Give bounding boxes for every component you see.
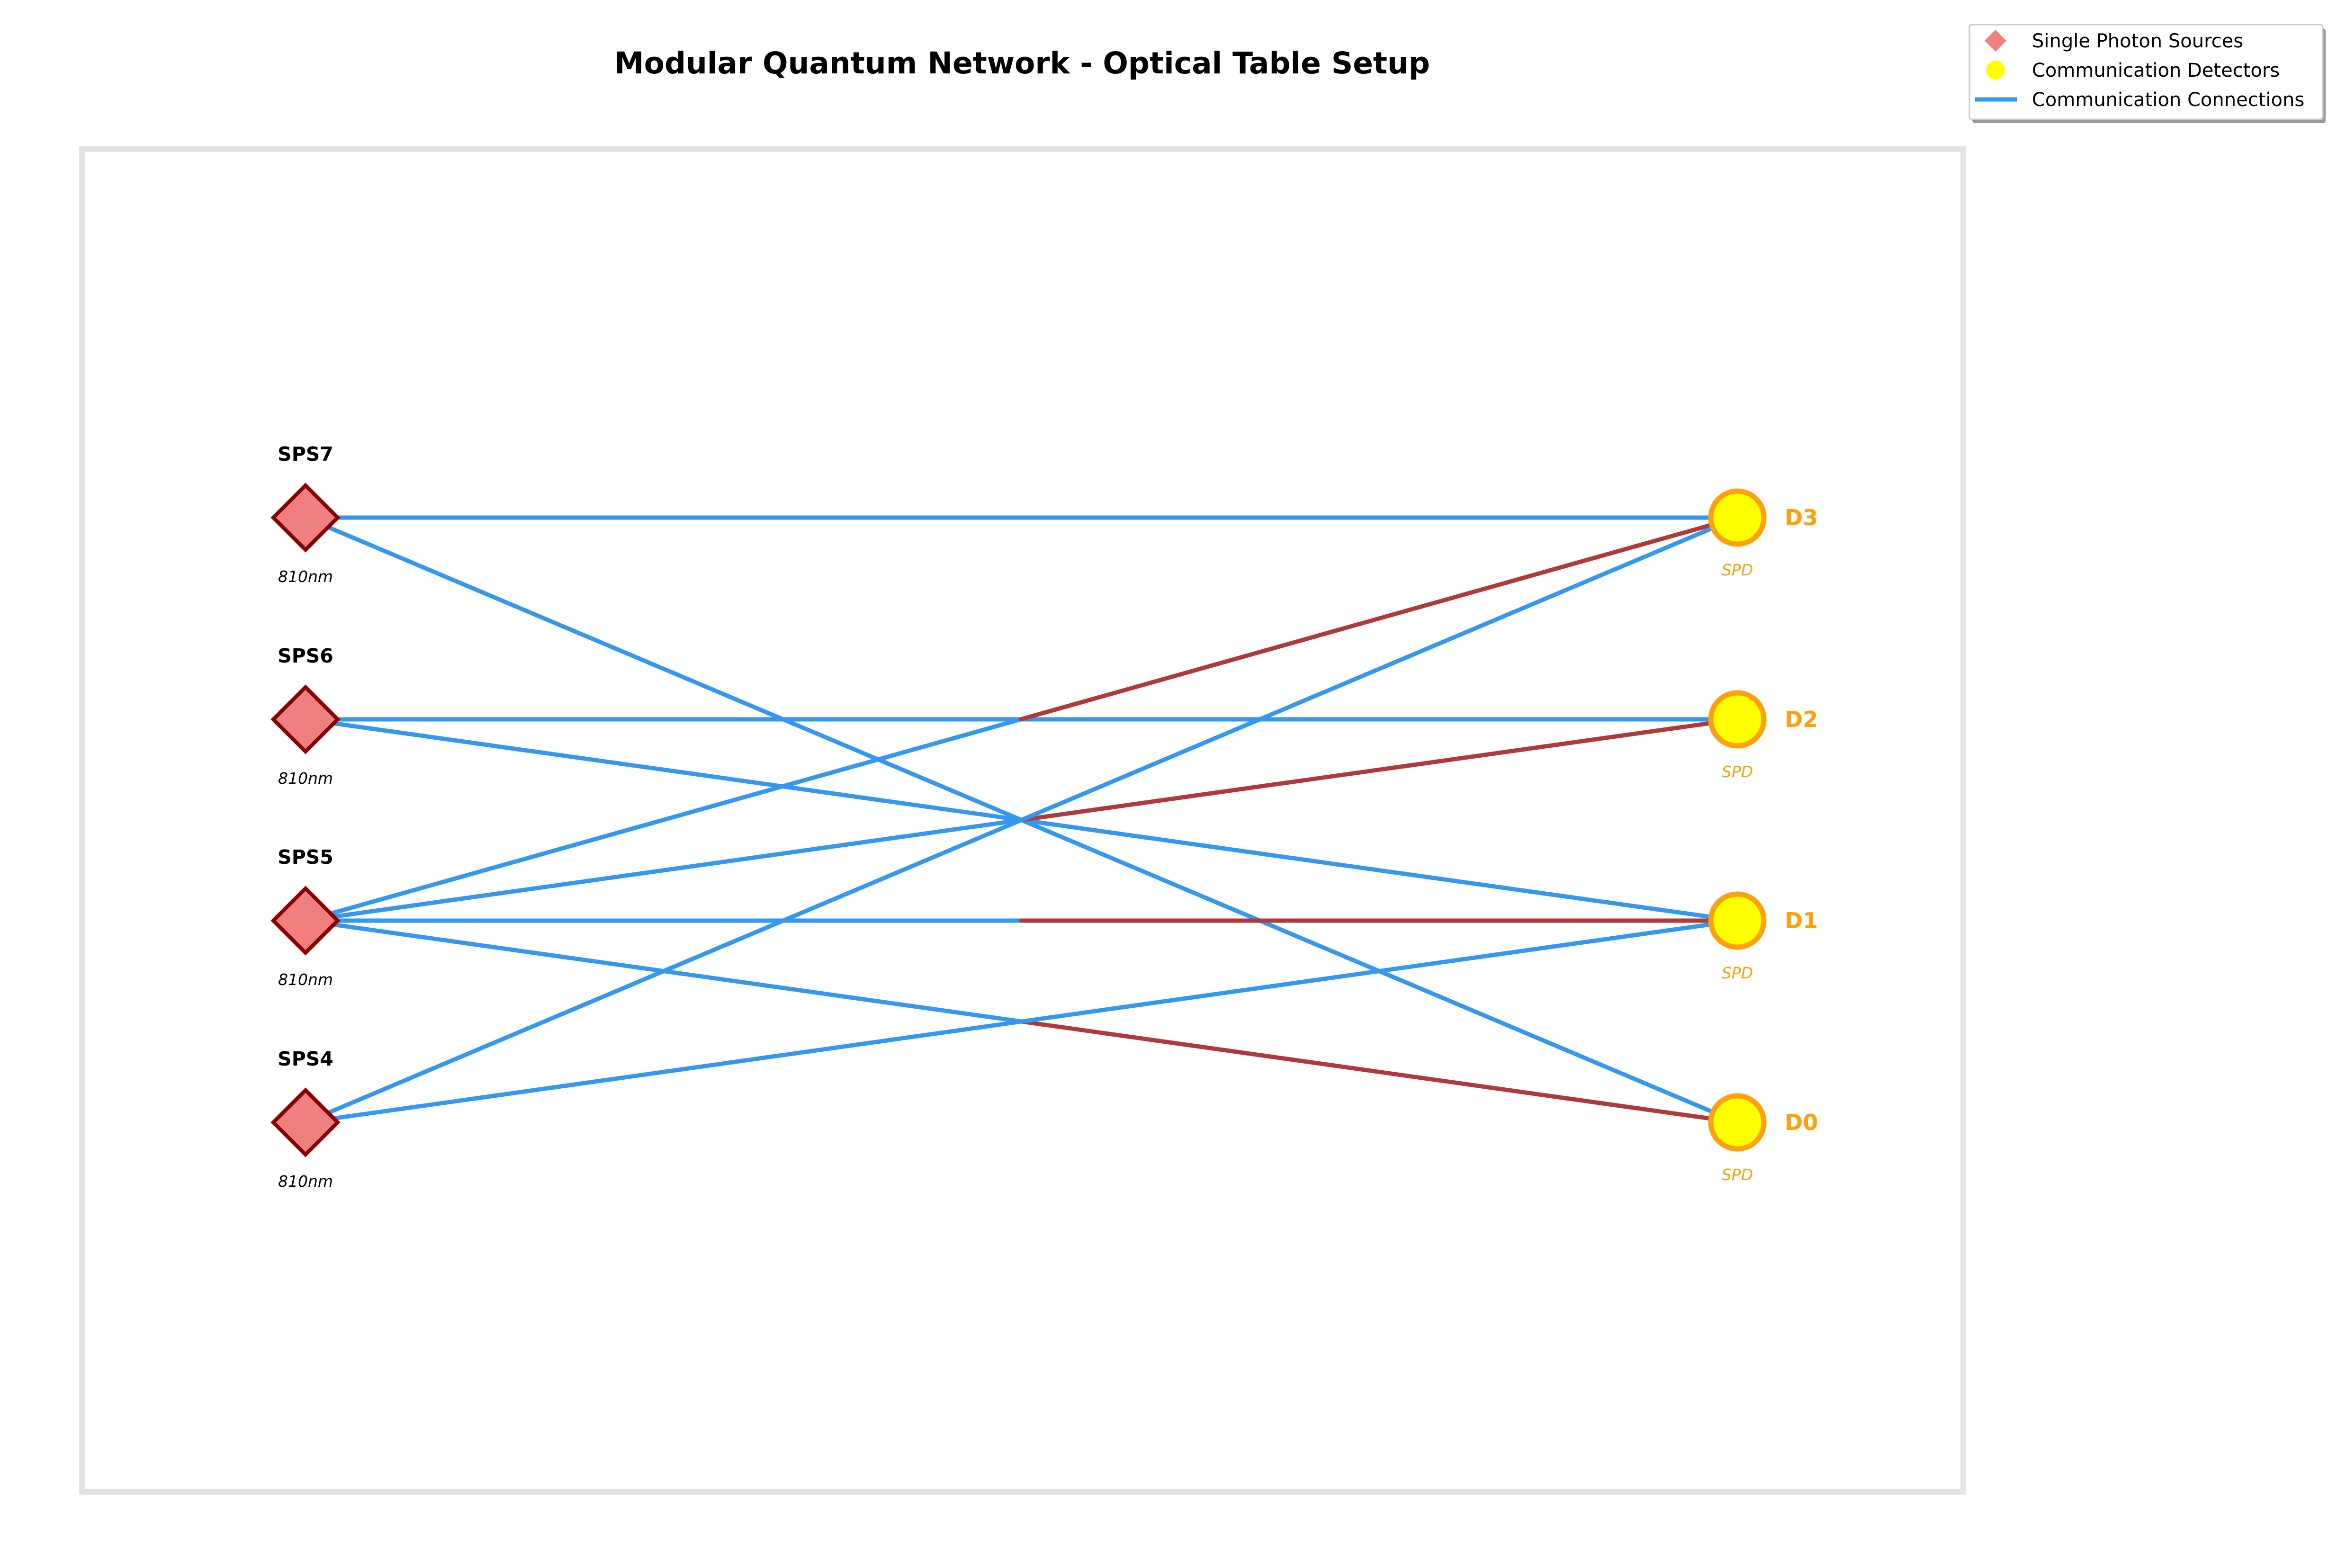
source-sps5: SPS5 810nm bbox=[270, 846, 341, 989]
source-sps4: SPS4 810nm bbox=[270, 1048, 341, 1191]
connection-sps5-d3-near bbox=[303, 717, 1024, 923]
detector-d0-marker bbox=[1708, 1093, 1767, 1152]
legend-connections-label: Communication Connections bbox=[2032, 89, 2304, 111]
source-sps6-wavelength: 810nm bbox=[278, 769, 333, 788]
legend-detector-marker bbox=[1986, 61, 2005, 80]
source-sps7: SPS7 810nm bbox=[270, 443, 341, 586]
optical-table-border bbox=[79, 146, 1966, 1495]
connection-sps5-d2-far bbox=[1019, 717, 1740, 823]
detector-d2-label: D2 bbox=[1785, 707, 1818, 732]
connection-sps4-d1 bbox=[303, 918, 1740, 1125]
detector-d2-type: SPD bbox=[1722, 762, 1753, 781]
detector-d0-label: D0 bbox=[1785, 1110, 1818, 1135]
source-sps4-wavelength: 810nm bbox=[278, 1172, 333, 1191]
source-sps5-label: SPS5 bbox=[278, 846, 333, 869]
source-sps7-marker bbox=[270, 483, 341, 553]
source-sps7-label: SPS7 bbox=[278, 443, 333, 466]
connection-sps4-d3 bbox=[303, 515, 1740, 1125]
legend-source-marker bbox=[1985, 30, 2006, 52]
source-sps6: SPS6 810nm bbox=[270, 645, 341, 788]
legend-sources-label: Single Photon Sources bbox=[2032, 30, 2243, 52]
legend-detectors-label: Communication Detectors bbox=[2032, 60, 2280, 81]
connection-sps5-d3-far bbox=[1019, 515, 1740, 722]
source-sps4-label: SPS4 bbox=[278, 1048, 333, 1070]
detector-d1-label: D1 bbox=[1785, 908, 1818, 933]
source-sps6-marker bbox=[270, 684, 341, 754]
detector-d3-label: D3 bbox=[1785, 505, 1818, 530]
connections-layer bbox=[303, 515, 1740, 1125]
detector-d3-type: SPD bbox=[1722, 561, 1753, 579]
detector-d0-type: SPD bbox=[1722, 1165, 1753, 1184]
legend-box bbox=[1968, 24, 2324, 120]
source-sps5-marker bbox=[270, 886, 341, 956]
connection-sps5-d0-far bbox=[1019, 1019, 1740, 1125]
connection-sps5-d2-near bbox=[303, 818, 1024, 923]
source-sps5-wavelength: 810nm bbox=[278, 970, 333, 989]
detector-d1-type: SPD bbox=[1722, 964, 1753, 982]
source-sps7-wavelength: 810nm bbox=[278, 567, 333, 586]
detector-d1-marker bbox=[1708, 891, 1767, 950]
source-sps6-label: SPS6 bbox=[278, 645, 333, 667]
legend: Single Photon Sources Communication Dete… bbox=[1968, 24, 2326, 123]
diagram-title: Modular Quantum Network - Optical Table … bbox=[614, 46, 1430, 81]
detector-d3-marker bbox=[1708, 488, 1767, 547]
source-sps4-marker bbox=[270, 1087, 341, 1157]
detector-d2-marker bbox=[1708, 690, 1767, 749]
